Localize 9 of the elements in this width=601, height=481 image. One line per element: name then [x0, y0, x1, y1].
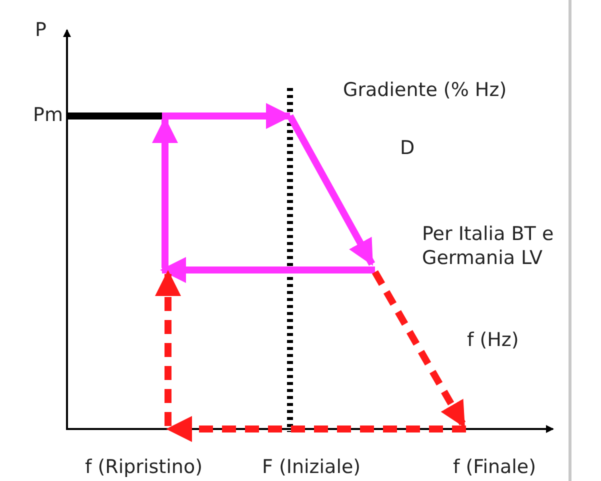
tick-label: f (Ripristino) — [85, 455, 202, 479]
tick-label: F (Iniziale) — [262, 455, 361, 479]
axis-label: P — [35, 18, 46, 42]
tick-label: f (Finale) — [453, 455, 536, 479]
axis-label: f (Hz) — [467, 328, 519, 352]
annotation: Gradiente (% Hz) — [343, 78, 507, 102]
note: Per Italia BT e Germania LV — [422, 222, 555, 270]
tick-label: Pm — [33, 103, 63, 127]
region-label: D — [400, 136, 415, 160]
